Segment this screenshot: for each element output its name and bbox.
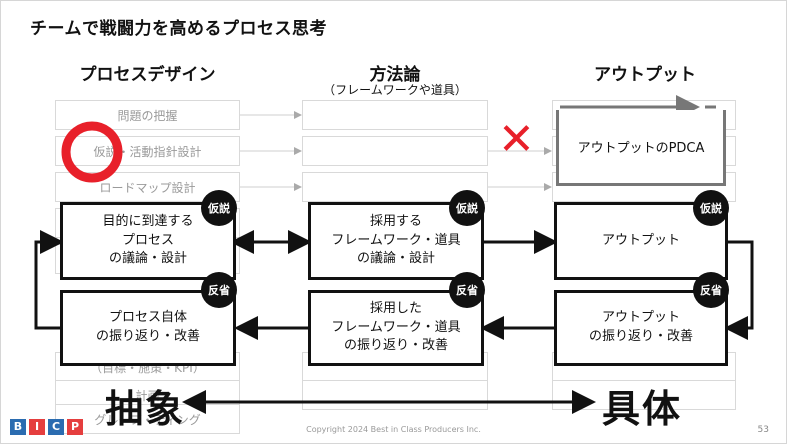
red-cross-mark: ✕ xyxy=(498,114,535,165)
copyright-text: Copyright 2024 Best in Class Producers I… xyxy=(306,425,481,434)
logo-letter: C xyxy=(48,419,64,435)
label-abstract: 抽象 xyxy=(105,387,186,431)
loop-process xyxy=(34,230,64,330)
ghost-cell xyxy=(302,100,488,130)
badge-reflection-output: 反省 xyxy=(693,272,729,308)
company-logo: B I C P xyxy=(10,419,83,435)
badge-hypothesis-output: 仮説 xyxy=(693,190,729,226)
method-design-box: 採用する フレームワーク・道具 の議論・設計 xyxy=(308,202,484,280)
ghost-cell xyxy=(302,136,488,166)
column-header-output: アウトプット xyxy=(594,65,696,85)
label-concrete: 具体 xyxy=(602,387,683,431)
ghost-item-problem: 問題の把握 xyxy=(55,100,240,130)
badge-hypothesis-method: 仮説 xyxy=(449,190,485,226)
method-review-box: 採用した フレームワーク・道具 の振り返り・改善 xyxy=(308,290,484,366)
page-number: 53 xyxy=(757,425,769,435)
logo-letter: I xyxy=(29,419,45,435)
slide-title: チームで戦闘力を高めるプロセス思考 xyxy=(30,19,327,39)
logo-letter: P xyxy=(67,419,83,435)
ghost-cell xyxy=(302,172,488,202)
badge-hypothesis-process: 仮説 xyxy=(201,190,237,226)
badge-reflection-method: 反省 xyxy=(449,272,485,308)
red-circle-mark xyxy=(61,121,123,183)
logo-letter: B xyxy=(10,419,26,435)
column-subheader-method: （フレームワークや道具） xyxy=(323,83,467,97)
column-header-method: 方法論 xyxy=(369,65,421,85)
column-header-process: プロセスデザイン xyxy=(79,65,216,85)
loop-output xyxy=(724,240,754,340)
output-pdca-box: アウトプットのPDCA xyxy=(556,110,726,186)
badge-reflection-process: 反省 xyxy=(201,272,237,308)
